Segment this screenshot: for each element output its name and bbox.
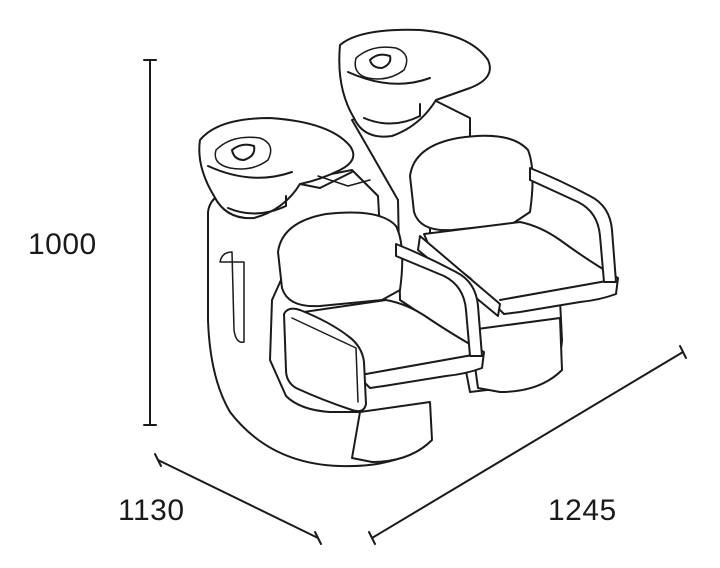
height-dimension-line (143, 59, 157, 426)
rear-shampoo-station (338, 28, 619, 393)
front-shampoo-station (198, 117, 485, 468)
height-label: 1000 (28, 228, 97, 261)
width-label: 1245 (548, 494, 617, 527)
width-dimension-line (368, 345, 687, 545)
depth-dimension-line (154, 453, 322, 545)
depth-label: 1130 (118, 494, 185, 527)
